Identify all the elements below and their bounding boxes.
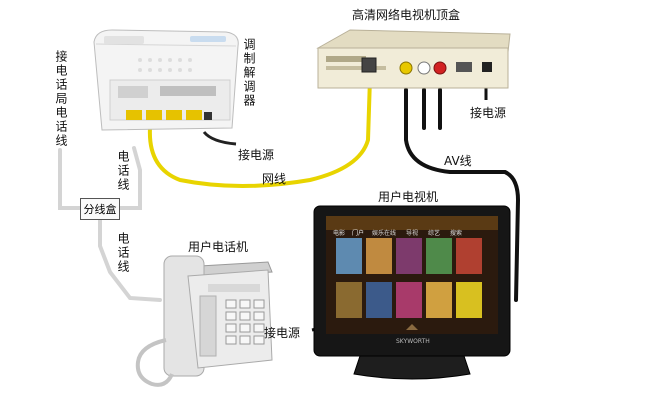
modem (93, 29, 239, 131)
stb-label: 高清网络电视机顶盒 (352, 8, 461, 22)
phone-line-lower-label: 电话线 (116, 232, 130, 274)
tv-tab-3: 导视 (406, 230, 419, 237)
av-cable (404, 88, 521, 302)
modem-power-label: 接电源 (238, 148, 275, 162)
user-tv-label: 用户电视机 (378, 190, 439, 204)
telephone (135, 255, 273, 387)
set-top-box (316, 29, 511, 89)
tv-tab-1: 门户 (352, 230, 365, 237)
tv-tab-5: 搜索 (450, 230, 463, 237)
tv-tab-4: 综艺 (428, 230, 441, 237)
tv-posters (336, 238, 482, 318)
user-phone-label: 用户电话机 (188, 240, 249, 254)
tv-tab-2: 娱乐在线 (372, 230, 397, 237)
network-cable-label: 网线 (262, 172, 287, 186)
tv-power-label: 接电源 (264, 326, 301, 340)
phone-cables (58, 146, 162, 302)
tv-tab-0: 电影 (333, 230, 346, 237)
splitter-box: 分线盒 (80, 198, 120, 220)
stb-power-label: 接电源 (470, 106, 507, 120)
tv-brand: SKYWORTH (396, 338, 430, 345)
phone-line-upper-label: 电话线 (116, 150, 130, 192)
phone-bureau-line-label: 接电话局电话线 (54, 50, 68, 148)
av-cable-label: AV线 (444, 154, 472, 168)
modem-label: 调制解调器 (242, 38, 256, 108)
tv (313, 205, 511, 380)
network-cable (147, 76, 372, 188)
modem-power-cable (202, 130, 237, 146)
